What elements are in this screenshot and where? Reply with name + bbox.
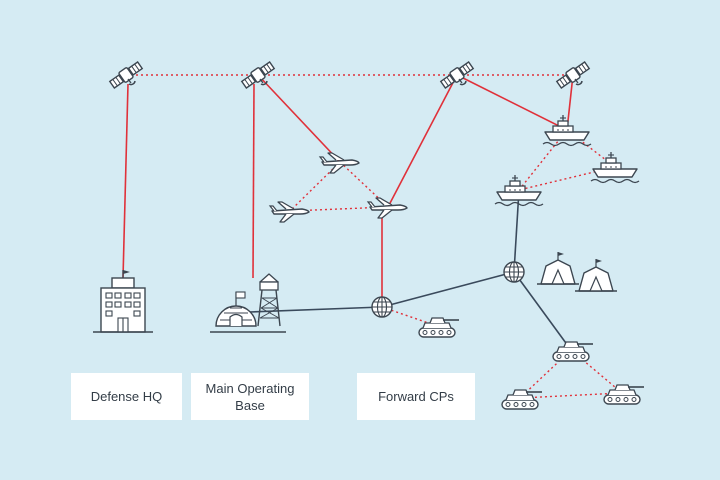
link-tank3-tank4: [519, 392, 623, 399]
defense-hq-label: Defense HQ: [71, 373, 182, 420]
satellite-icon: [554, 59, 592, 91]
main-operating-base-label: Main Operating Base: [191, 373, 309, 420]
link-sat3-drone3: [387, 74, 458, 208]
link-globe1-globe2: [381, 271, 515, 308]
ship-icon: [590, 151, 640, 184]
ship-icon: [542, 114, 592, 147]
link-sat1-hq: [122, 83, 129, 279]
building-icon: [92, 269, 154, 333]
drone-icon: [367, 197, 408, 219]
link-sat2-drone1: [257, 74, 341, 163]
tank-icon: [603, 384, 645, 405]
link-sat2-base: [252, 83, 255, 279]
globe-icon: [503, 261, 525, 283]
main-operating-base-label-line1: Main Operating: [205, 380, 295, 396]
link-globe2-tank2: [513, 271, 572, 351]
globe-icon: [371, 296, 393, 318]
defense-hq-label-text: Defense HQ: [90, 389, 163, 404]
drone-icon: [269, 201, 310, 223]
node-layer: [92, 59, 645, 410]
tank-icon: [501, 389, 543, 410]
link-drone1-drone3: [339, 161, 389, 208]
forward-cps-label-text: Forward CPs: [378, 389, 454, 404]
main-operating-base-label-line2: Base: [235, 397, 265, 413]
tent-icon: [574, 258, 618, 292]
link-layer: [122, 74, 623, 399]
base-tower-icon: [209, 273, 287, 333]
tank-icon: [418, 317, 460, 338]
satellite-icon: [107, 59, 145, 91]
satellite-icon: [239, 59, 277, 91]
tank-icon: [552, 341, 594, 362]
drone-icon: [319, 152, 360, 174]
forward-cps-label: Forward CPs: [357, 373, 475, 420]
tent-icon: [536, 251, 580, 285]
link-sat3-ship1: [456, 74, 568, 131]
